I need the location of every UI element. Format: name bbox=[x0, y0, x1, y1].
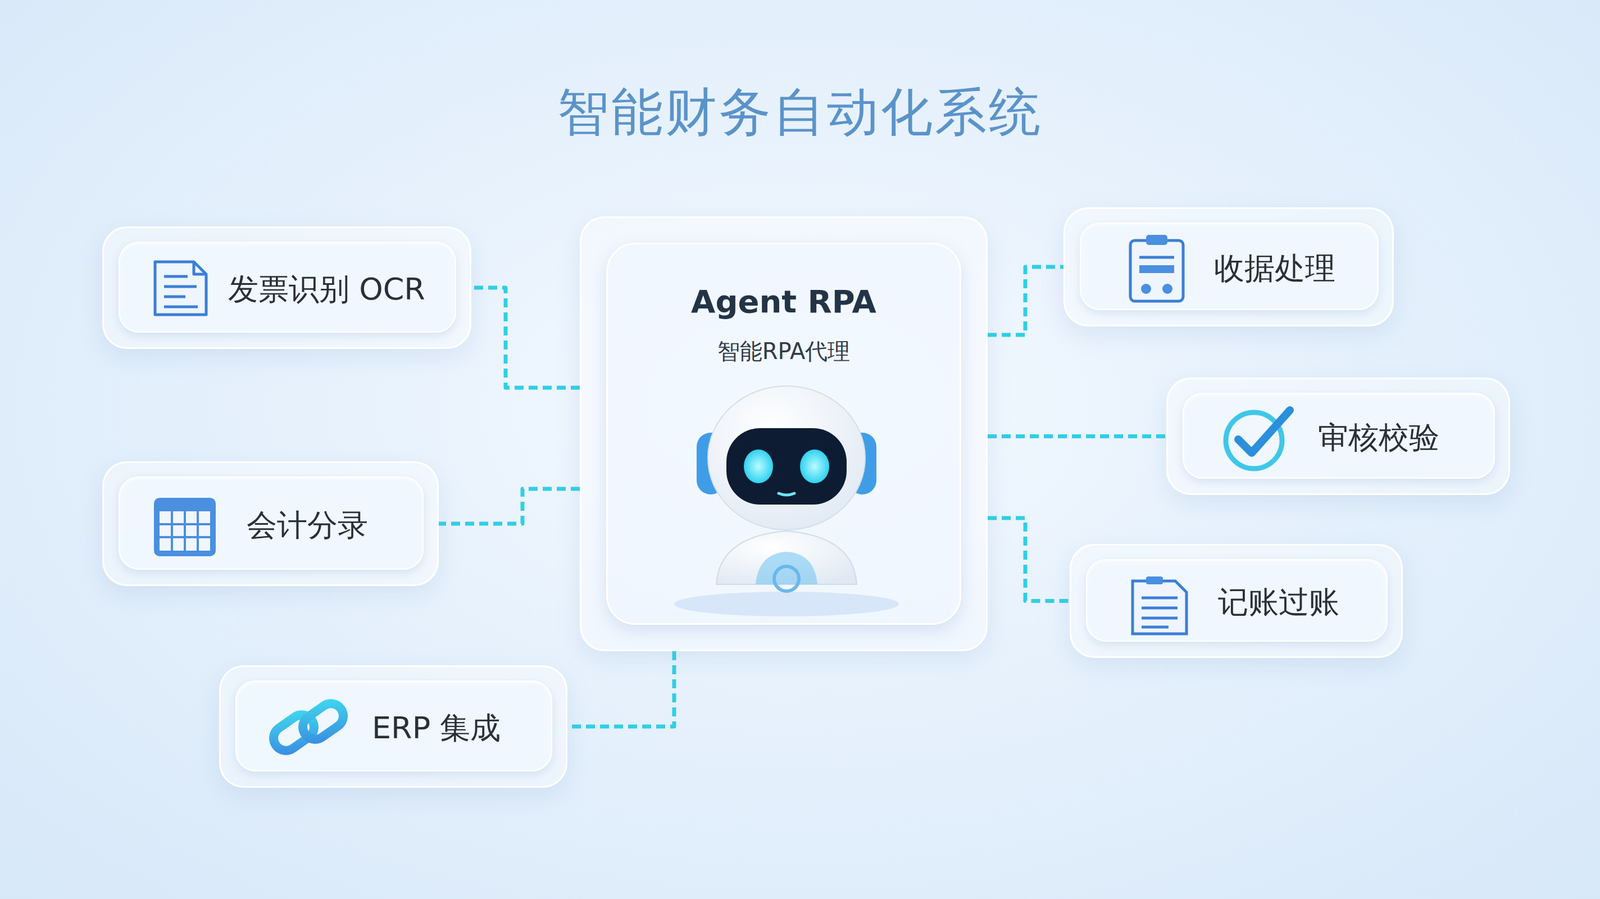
module-box: ERP 集成 bbox=[219, 665, 568, 788]
dashed-connector bbox=[987, 517, 1070, 602]
module-box: 会计分录 bbox=[102, 461, 439, 586]
hub-title: Agent RPA bbox=[581, 283, 986, 320]
module-label: ERP 集成 bbox=[371, 707, 501, 749]
ledger-document-icon bbox=[1132, 576, 1187, 634]
module-label: 收据处理 bbox=[1214, 248, 1336, 290]
chain-icon bbox=[268, 698, 348, 756]
hub-subtitle: 智能RPA代理 bbox=[581, 335, 986, 367]
receipt-icon bbox=[1130, 234, 1184, 302]
module-box: 发票识别 OCR bbox=[102, 226, 472, 349]
module-box: 收据处理 bbox=[1063, 207, 1394, 327]
diagram-title: 智能财务自动化系统 bbox=[0, 77, 1600, 148]
module-box: 审核校验 bbox=[1166, 377, 1511, 495]
module-label: 审核校验 bbox=[1317, 417, 1440, 459]
dashed-connector bbox=[438, 488, 580, 524]
module-box: 记账过账 bbox=[1069, 543, 1403, 658]
dashed-connector bbox=[987, 434, 1167, 439]
dashed-connector bbox=[471, 287, 580, 388]
document-icon bbox=[155, 261, 207, 315]
module-label: 会计分录 bbox=[246, 505, 368, 547]
dashed-connector bbox=[987, 266, 1064, 335]
module-label: 记账过账 bbox=[1217, 582, 1340, 624]
ledger-icon bbox=[153, 497, 216, 557]
robot-illustration bbox=[674, 385, 899, 617]
agent-hub-box: Agent RPA 智能RPA代理 bbox=[579, 216, 988, 652]
check-icon bbox=[1225, 410, 1290, 469]
dashed-connector bbox=[567, 651, 675, 727]
module-label: 发票识别 OCR bbox=[228, 269, 426, 311]
